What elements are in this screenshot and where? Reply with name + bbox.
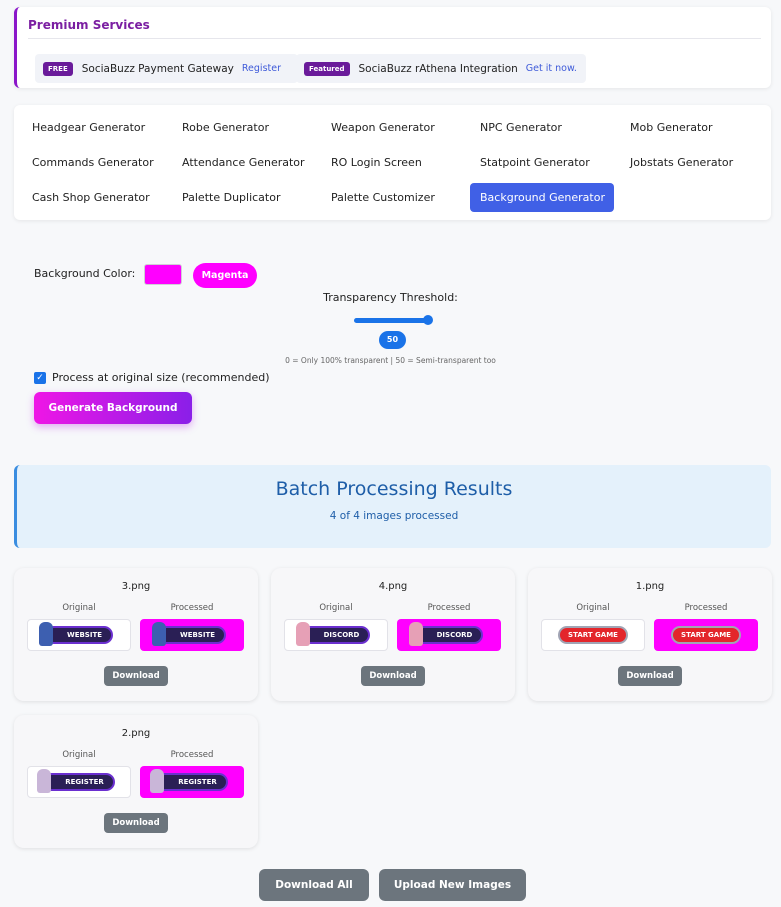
processed-image: START GAME	[654, 619, 758, 651]
button-graphic-text: WEBSITE	[179, 631, 216, 639]
service-payment-gateway: FREE SociaBuzz Payment Gateway Register	[35, 54, 298, 83]
nav-statpoint-generator[interactable]: Statpoint Generator	[480, 156, 590, 169]
free-badge: FREE	[43, 61, 73, 76]
original-label: Original	[576, 603, 610, 613]
processed-label: Processed	[684, 603, 728, 613]
character-sprite-icon	[295, 622, 310, 646]
background-color-label: Background Color:	[34, 267, 136, 280]
button-graphic-text: START GAME	[681, 631, 731, 639]
button-graphic-text: DISCORD	[323, 631, 360, 639]
processed-label: Processed	[170, 603, 214, 613]
original-label: Original	[62, 603, 96, 613]
nav-headgear-generator[interactable]: Headgear Generator	[32, 121, 146, 134]
character-sprite-icon	[408, 622, 423, 646]
button-graphic: START GAME	[671, 626, 741, 644]
batch-results-panel: Batch Processing Results 4 of 4 images p…	[14, 465, 771, 548]
button-graphic: REGISTER	[37, 769, 115, 793]
check-icon: ✓	[36, 373, 44, 383]
threshold-help-text: 0 = Only 100% transparent | 50 = Semi-tr…	[285, 356, 496, 365]
nav-mob-generator[interactable]: Mob Generator	[630, 121, 713, 134]
nav-attendance-generator[interactable]: Attendance Generator	[182, 156, 305, 169]
nav-palette-customizer[interactable]: Palette Customizer	[331, 191, 435, 204]
generator-nav: Headgear Generator Robe Generator Weapon…	[14, 105, 771, 220]
original-image: DISCORD	[284, 619, 388, 651]
service-name: SociaBuzz Payment Gateway	[81, 62, 234, 75]
original-image: WEBSITE	[27, 619, 131, 651]
original-image: REGISTER	[27, 766, 131, 798]
transparency-threshold-slider[interactable]	[354, 318, 431, 323]
processed-label: Processed	[170, 750, 214, 760]
original-label: Original	[319, 603, 353, 613]
button-graphic: DISCORD	[295, 622, 371, 646]
original-label: Original	[62, 750, 96, 760]
nav-background-generator[interactable]: Background Generator	[470, 183, 614, 212]
get-it-now-link[interactable]: Get it now.	[525, 63, 577, 74]
button-graphic-text: START GAME	[568, 631, 618, 639]
download-button[interactable]: Download	[618, 666, 682, 686]
download-button[interactable]: Download	[361, 666, 425, 686]
processed-image: DISCORD	[397, 619, 501, 651]
nav-npc-generator[interactable]: NPC Generator	[480, 121, 562, 134]
character-sprite-icon	[151, 622, 166, 646]
character-sprite-icon	[37, 769, 52, 793]
nav-jobstats-generator[interactable]: Jobstats Generator	[630, 156, 734, 169]
nav-palette-duplicator[interactable]: Palette Duplicator	[182, 191, 281, 204]
premium-services-title: Premium Services	[28, 18, 150, 32]
original-image: START GAME	[541, 619, 645, 651]
result-filename: 1.png	[635, 581, 665, 592]
threshold-value-badge: 50	[379, 331, 406, 349]
result-filename: 2.png	[121, 728, 151, 739]
character-sprite-icon	[150, 769, 165, 793]
button-graphic-text: REGISTER	[65, 778, 104, 786]
transparency-threshold-label: Transparency Threshold:	[323, 291, 458, 304]
nav-ro-login-screen[interactable]: RO Login Screen	[331, 156, 422, 169]
processed-label: Processed	[427, 603, 471, 613]
nav-cash-shop-generator[interactable]: Cash Shop Generator	[32, 191, 150, 204]
download-button[interactable]: Download	[104, 666, 168, 686]
download-button[interactable]: Download	[104, 813, 168, 833]
upload-new-images-button[interactable]: Upload New Images	[379, 869, 526, 901]
color-name-badge: Magenta	[193, 263, 257, 288]
slider-thumb[interactable]	[423, 315, 433, 325]
batch-results-title: Batch Processing Results	[275, 478, 513, 500]
result-filename: 4.png	[378, 581, 408, 592]
service-name: SociaBuzz rAthena Integration	[358, 62, 518, 75]
button-graphic: DISCORD	[408, 622, 484, 646]
result-filename: 3.png	[121, 581, 151, 592]
premium-services-panel: Premium Services FREE SociaBuzz Payment …	[14, 7, 771, 88]
button-graphic-text: DISCORD	[436, 631, 473, 639]
background-color-picker[interactable]	[144, 264, 182, 285]
batch-results-count: 4 of 4 images processed	[329, 510, 459, 522]
button-graphic: START GAME	[558, 626, 628, 644]
featured-badge: Featured	[304, 61, 350, 76]
nav-weapon-generator[interactable]: Weapon Generator	[331, 121, 435, 134]
processed-image: WEBSITE	[140, 619, 244, 651]
character-sprite-icon	[38, 622, 53, 646]
divider	[28, 38, 761, 39]
register-link[interactable]: Register	[241, 63, 281, 74]
original-size-label: Process at original size (recommended)	[52, 371, 270, 384]
button-graphic: REGISTER	[150, 769, 228, 793]
download-all-button[interactable]: Download All	[259, 869, 369, 901]
button-graphic: WEBSITE	[151, 622, 227, 646]
button-graphic: WEBSITE	[38, 622, 114, 646]
button-graphic-text: REGISTER	[178, 778, 217, 786]
generate-background-button[interactable]: Generate Background	[34, 392, 192, 424]
processed-image: REGISTER	[140, 766, 244, 798]
button-graphic-text: WEBSITE	[66, 631, 103, 639]
nav-commands-generator[interactable]: Commands Generator	[32, 156, 154, 169]
nav-robe-generator[interactable]: Robe Generator	[182, 121, 269, 134]
service-rathena-integration: Featured SociaBuzz rAthena Integration G…	[296, 54, 586, 83]
original-size-checkbox[interactable]: ✓	[34, 372, 46, 384]
